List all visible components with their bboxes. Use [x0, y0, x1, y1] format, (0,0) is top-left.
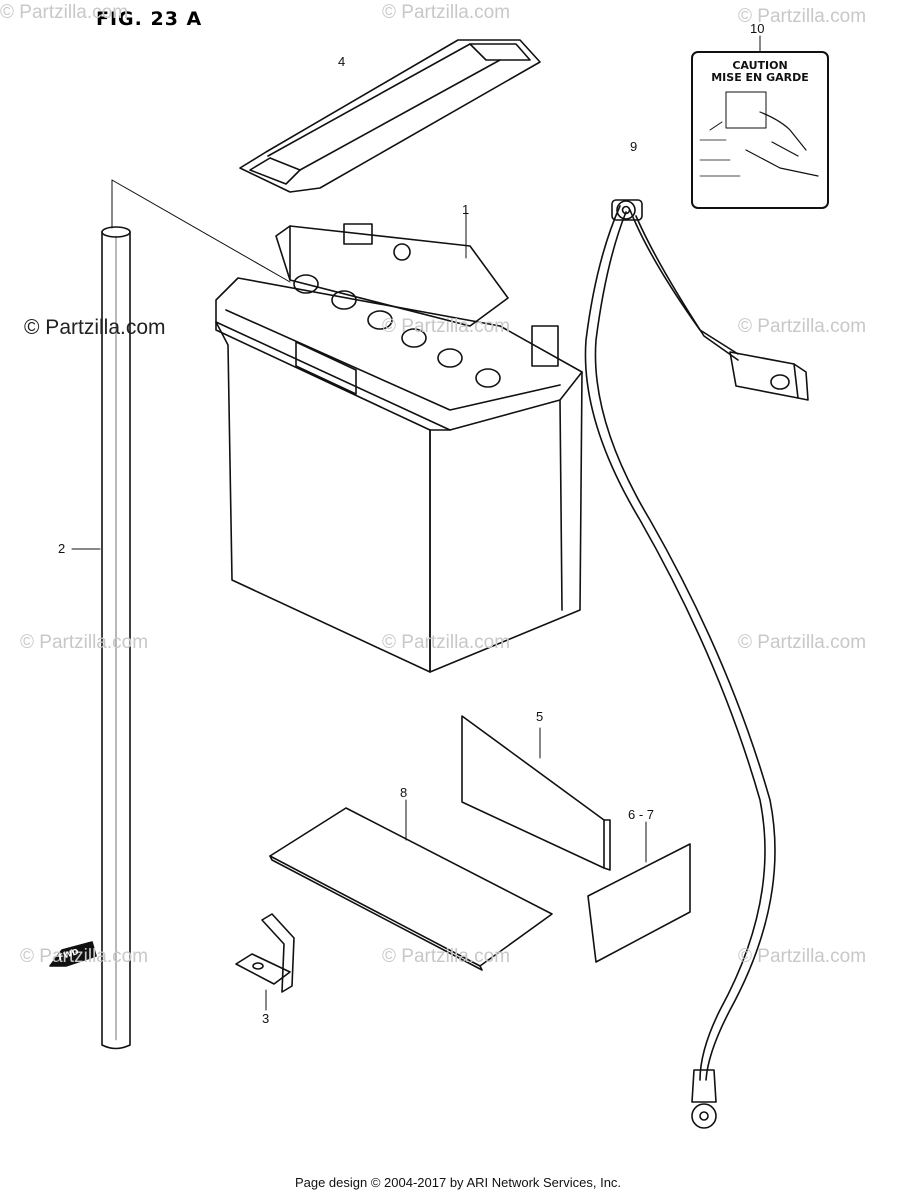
callout-4: 4: [338, 54, 346, 69]
watermark: © Partzilla.com: [20, 946, 149, 967]
part-5-pad: [461, 715, 611, 871]
watermark: © Partzilla.com: [738, 6, 867, 27]
watermark: © Partzilla.com: [382, 632, 511, 653]
watermark-prominent: © Partzilla.com: [24, 316, 166, 339]
part-10-caution-label: [691, 35, 829, 209]
part-4-strap: [239, 39, 541, 193]
part-2-leader: [111, 179, 291, 283]
watermark: © Partzilla.com: [0, 2, 129, 23]
callout-5: 5: [536, 709, 544, 724]
watermark: © Partzilla.com: [382, 316, 511, 337]
watermark: © Partzilla.com: [382, 2, 511, 23]
part-6-7-pad: [587, 821, 691, 963]
part-1-battery: [215, 223, 583, 673]
caution-subtitle: MISE EN GARDE: [711, 70, 809, 84]
watermark: © Partzilla.com: [20, 632, 149, 653]
callout-3: 3: [262, 1011, 270, 1026]
figure-title: FIG. 23 A: [96, 8, 203, 30]
part-8-sheet: [269, 799, 553, 971]
callout-9: 9: [630, 139, 638, 154]
callout-6-7: 6 - 7: [628, 807, 655, 822]
footer-copyright: Page design © 2004-2017 by ARI Network S…: [294, 1175, 622, 1190]
callout-8: 8: [400, 785, 408, 800]
caution-label-text: CAUTION MISE EN GARDE: [700, 60, 820, 83]
caution-title: CAUTION: [732, 59, 788, 72]
watermark: © Partzilla.com: [738, 632, 867, 653]
callout-10: 10: [750, 21, 765, 36]
callout-2: 2: [58, 541, 66, 556]
watermark: © Partzilla.com: [738, 946, 867, 967]
watermark: © Partzilla.com: [738, 316, 867, 337]
fwd-arrow-icon: [49, 941, 97, 967]
watermark: © Partzilla.com: [382, 946, 511, 967]
callout-1: 1: [462, 202, 470, 217]
part-9-cable: [584, 199, 809, 1129]
part-2-rod: [101, 226, 131, 1050]
part-3-clamp: [235, 913, 295, 1011]
